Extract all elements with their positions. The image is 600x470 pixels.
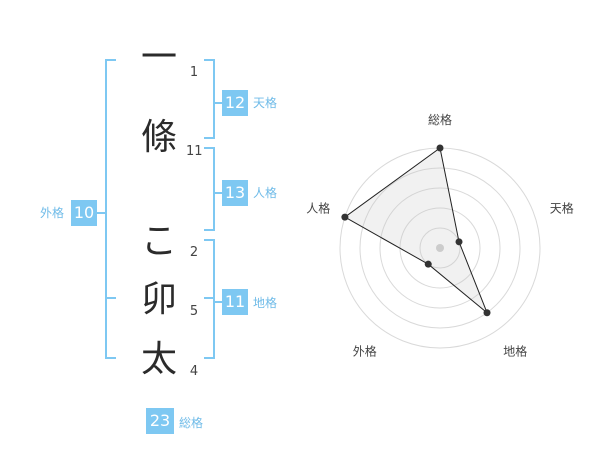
radar-point-4 [424, 260, 432, 268]
name-char-3: こ [140, 221, 177, 262]
jinkaku-label: 人格 [253, 186, 278, 200]
tenkaku-value-badge: 12 [222, 90, 248, 116]
radar-grid-ring-4 [359, 167, 521, 329]
radar-data-polygon [343, 147, 488, 314]
name-char-2: 條 [140, 117, 177, 158]
radar-point-1 [436, 144, 444, 152]
gaikaku-bracket [105, 59, 116, 359]
name-char-5: 太 [140, 339, 177, 380]
radar-grid-ring-1 [419, 227, 461, 269]
soukaku-label: 総格 [179, 416, 204, 430]
stroke-count-3: 2 [189, 245, 199, 260]
tenkaku-bracket [204, 59, 215, 139]
stroke-count-1: 1 [189, 65, 199, 80]
chikaku-value-badge: 11 [222, 289, 248, 315]
jinkaku-value-badge: 13 [222, 180, 248, 206]
stroke-count-4: 5 [189, 304, 199, 319]
chikaku-label: 地格 [253, 296, 278, 310]
name-char-4: 卯 [140, 279, 177, 320]
stroke-count-2: 11 [186, 144, 203, 159]
radar-point-2 [455, 238, 463, 246]
radar-axis-label-5: 人格 [306, 200, 330, 215]
tenkaku-label: 天格 [253, 96, 278, 110]
radar-axis-label-4: 外格 [353, 344, 377, 359]
radar-center-dot [436, 244, 444, 252]
gaikaku-value-badge: 10 [71, 200, 97, 226]
radar-axis-label-3: 地格 [503, 344, 527, 359]
radar-point-5 [341, 213, 349, 221]
radar-point-3 [483, 309, 491, 317]
radar-axis-label-1: 総格 [428, 112, 452, 127]
name-char-1: 一 [140, 37, 177, 78]
jinkaku-bracket [204, 147, 215, 231]
gaikaku-label: 外格 [40, 206, 65, 220]
soukaku-value-badge: 23 [146, 408, 174, 434]
radar-grid-ring-3 [379, 187, 501, 309]
stroke-count-5: 4 [189, 364, 199, 379]
radar-axis-label-2: 天格 [550, 200, 574, 215]
